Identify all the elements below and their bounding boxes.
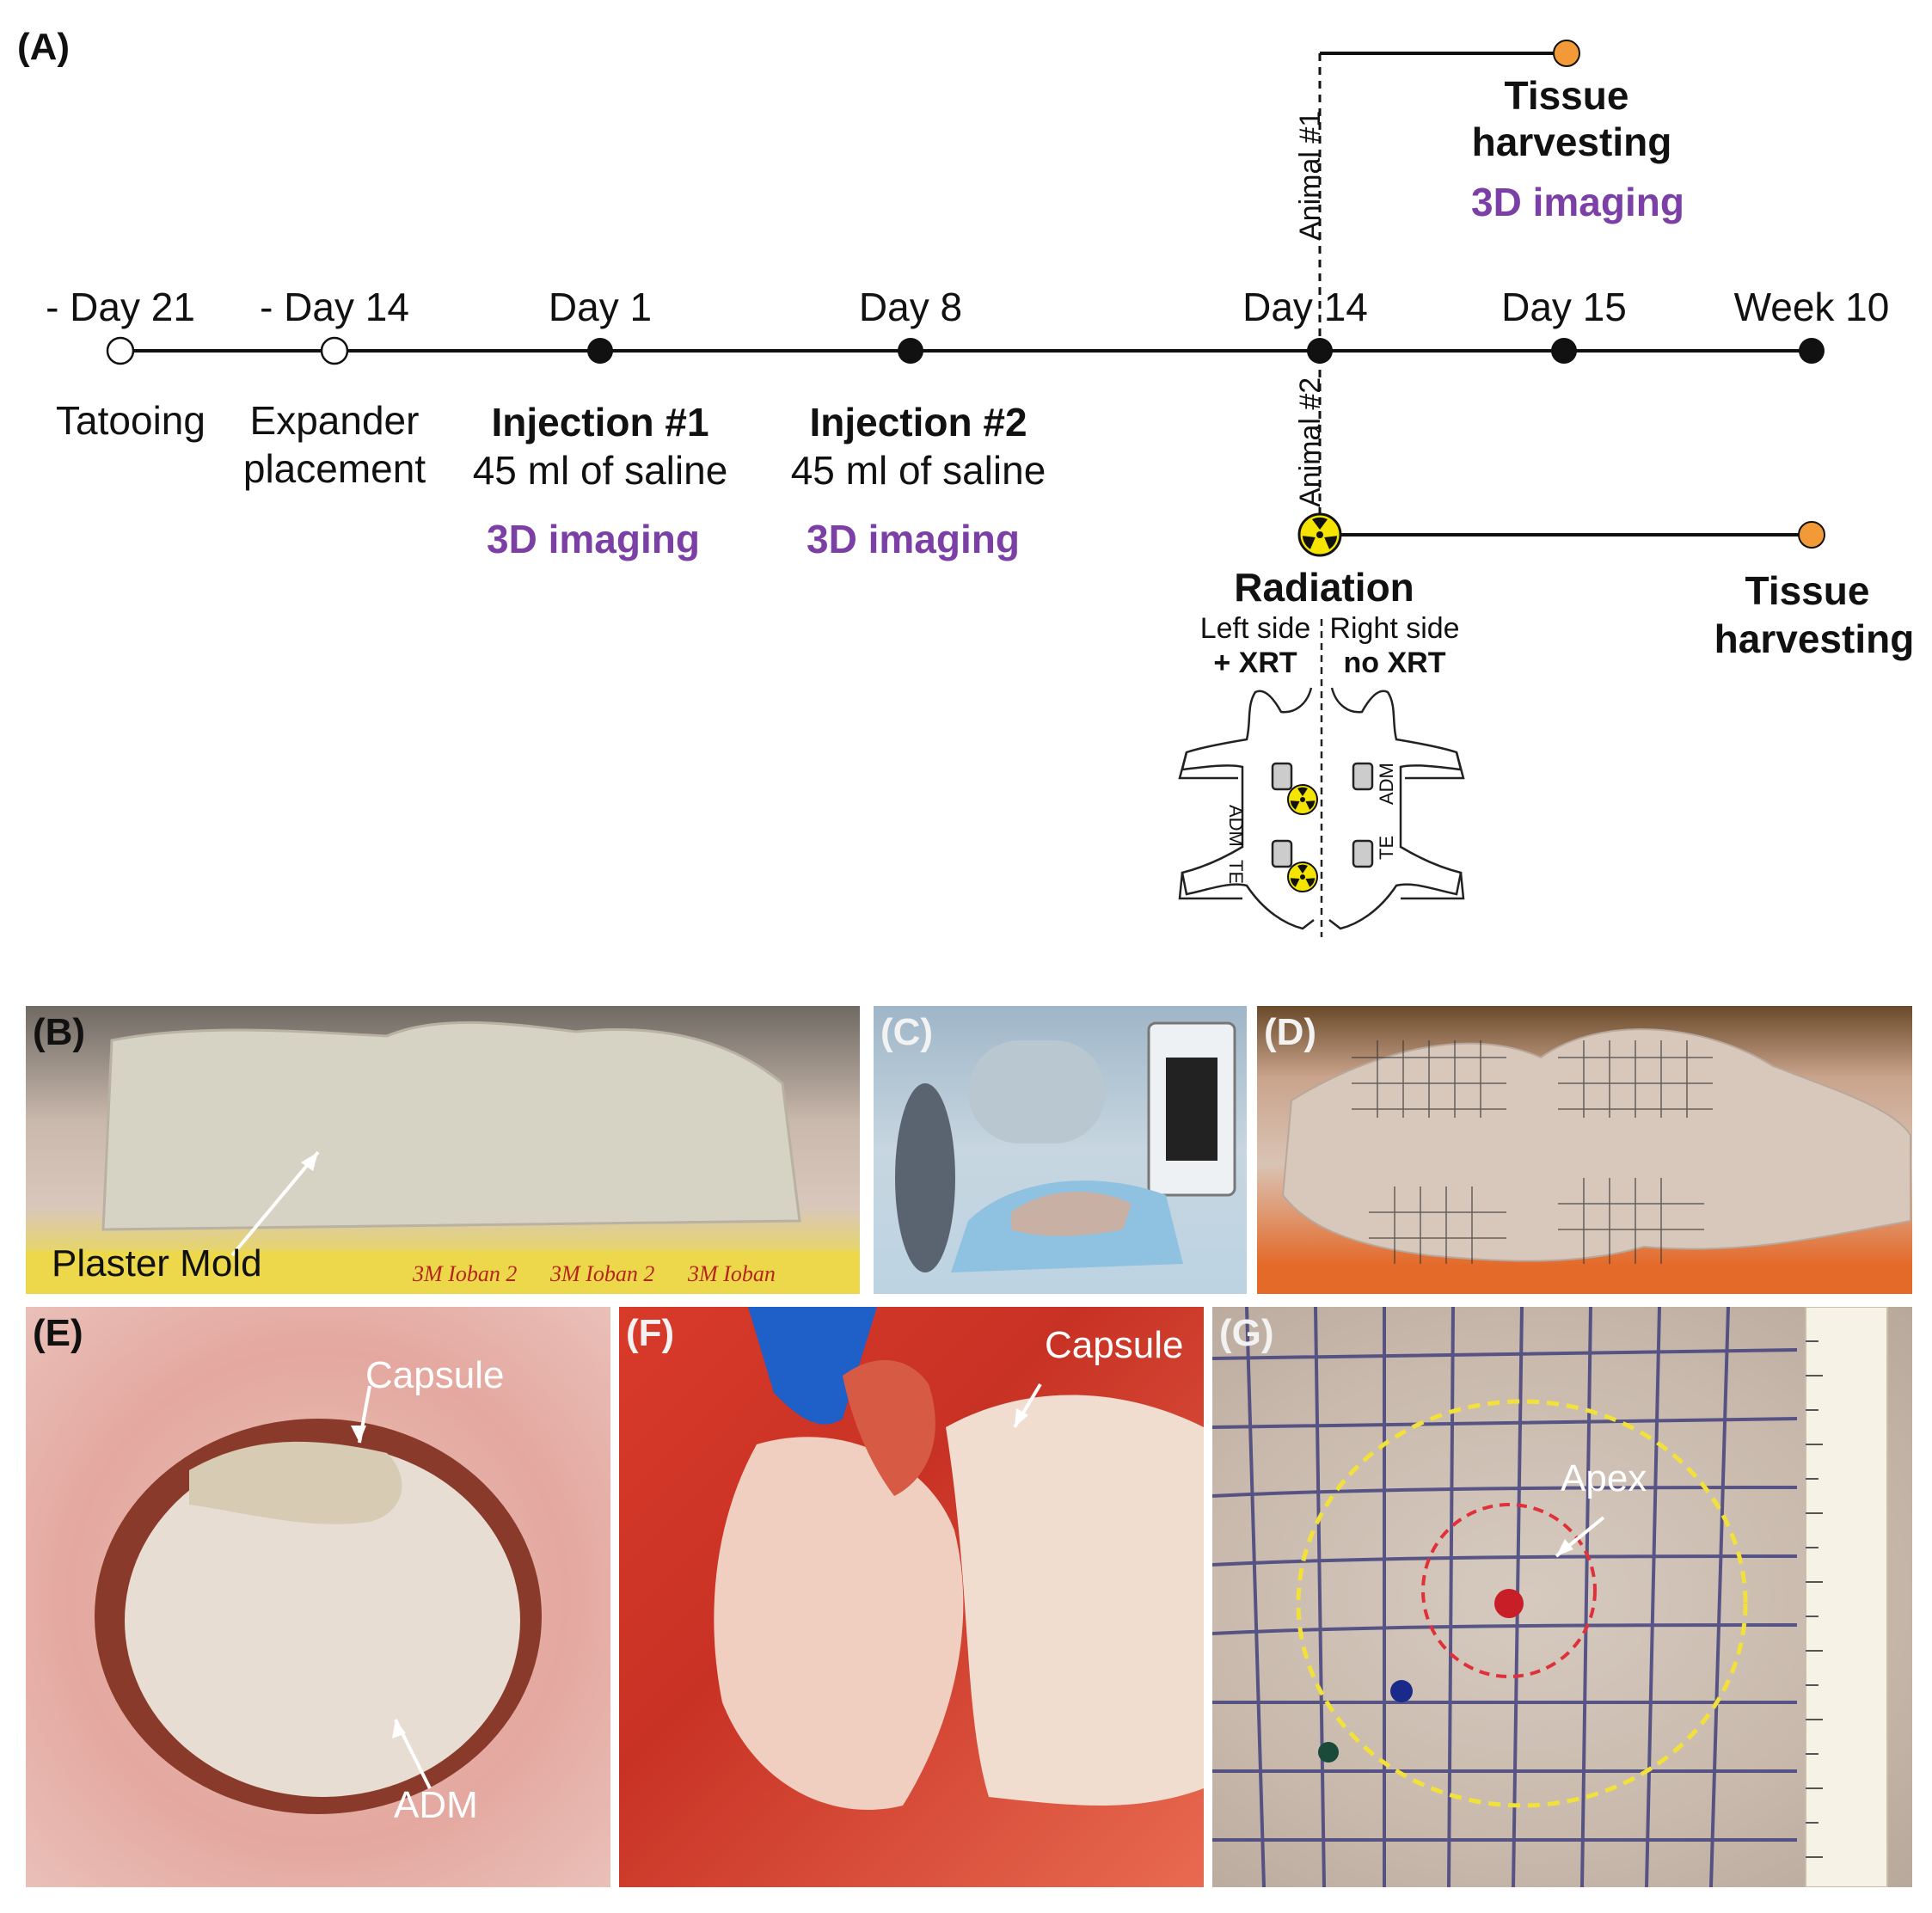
animal1-imaging: 3D imaging — [1471, 180, 1684, 224]
pig-radiation-icon-lower — [1287, 861, 1318, 892]
event-injection1-detail: 45 ml of saline — [472, 448, 728, 493]
pig-radiation-icon-upper — [1287, 784, 1318, 815]
tp-day1: Day 1 — [548, 285, 653, 329]
pig-left-te: TE — [1225, 860, 1247, 885]
panel-c-photo: (C) — [874, 1006, 1247, 1294]
panel-b-label: (B) — [33, 1011, 86, 1053]
svg-text:3M Ioban: 3M Ioban — [687, 1261, 776, 1286]
capsule-annotation-e: Capsule — [365, 1354, 505, 1396]
animal1-harvest-line1: Tissue — [1504, 73, 1629, 118]
radiation-icon — [1297, 512, 1342, 557]
right-xrt-label: no XRT — [1343, 647, 1446, 679]
event-injection2-imaging: 3D imaging — [807, 517, 1020, 561]
event-expander-line1: Expander — [249, 398, 420, 443]
marker-day-minus21 — [106, 336, 135, 365]
marker-day8 — [898, 338, 923, 364]
tp-day-minus21: - Day 21 — [46, 285, 195, 329]
marker-day-minus14 — [320, 336, 349, 365]
event-injection1-imaging: 3D imaging — [487, 517, 700, 561]
event-injection2-title: Injection #2 — [809, 400, 1027, 445]
event-tatooing: Tatooing — [56, 398, 205, 443]
animal2-harvest-line2: harvesting — [1714, 616, 1915, 661]
plaster-mold-annotation: Plaster Mold — [52, 1242, 262, 1285]
pig-left-adm: ADM — [1225, 805, 1247, 847]
pig-diagram — [1178, 619, 1465, 937]
right-side-label: Right side — [1329, 612, 1460, 645]
event-injection2-detail: 45 ml of saline — [790, 448, 1046, 493]
event-injection1-title: Injection #1 — [491, 400, 709, 445]
left-xrt-label: + XRT — [1213, 647, 1297, 679]
panel-a-label: (A) — [17, 26, 71, 68]
event-expander-line2: placement — [242, 446, 426, 491]
marker-week10 — [1799, 338, 1825, 364]
animal1-end-marker — [1553, 40, 1580, 67]
tp-day-minus14: - Day 14 — [260, 285, 409, 329]
capsule-annotation-f: Capsule — [1045, 1324, 1184, 1366]
tp-day8: Day 8 — [858, 285, 963, 329]
adm-annotation-e: ADM — [394, 1784, 478, 1826]
pig-right-te: TE — [1376, 835, 1397, 860]
marker-day15 — [1551, 338, 1577, 364]
panel-d-photo: (D) — [1257, 1006, 1912, 1294]
panel-f-label: (F) — [626, 1312, 675, 1354]
svg-text:3M Ioban 2: 3M Ioban 2 — [412, 1261, 517, 1286]
panel-e-label: (E) — [33, 1312, 83, 1354]
animal2-harvest-line1: Tissue — [1745, 568, 1870, 613]
marker-day1 — [587, 338, 613, 364]
panel-g-label: (G) — [1219, 1312, 1274, 1354]
left-side-label: Left side — [1199, 612, 1311, 645]
animal2-end-marker — [1798, 521, 1825, 549]
panel-e-photo: (E) Capsule ADM — [26, 1307, 610, 1887]
panel-g-photo: (G) Apex — [1212, 1307, 1912, 1887]
panel-f-photo: (F) Capsule — [619, 1307, 1204, 1887]
radiation-label: Radiation — [1234, 565, 1414, 610]
svg-text:3M Ioban 2: 3M Ioban 2 — [549, 1261, 654, 1286]
animal2-label: Animal #2 — [1294, 377, 1327, 507]
tp-day15: Day 15 — [1501, 285, 1627, 329]
timeline-graphic — [106, 40, 1825, 937]
marker-day14 — [1307, 338, 1333, 364]
animal1-harvest-line2: harvesting — [1471, 120, 1672, 164]
tp-week10: Week 10 — [1733, 285, 1890, 329]
panel-c-label: (C) — [880, 1011, 934, 1053]
pig-right-adm: ADM — [1376, 763, 1397, 805]
panel-d-label: (D) — [1264, 1011, 1317, 1053]
apex-annotation: Apex — [1561, 1457, 1647, 1499]
animal1-label: Animal #1 — [1294, 110, 1327, 241]
tp-day14: Day 14 — [1242, 285, 1368, 329]
panel-b-photo: 3M Ioban 2 3M Ioban 2 3M Ioban (B) Plast… — [26, 1006, 860, 1294]
